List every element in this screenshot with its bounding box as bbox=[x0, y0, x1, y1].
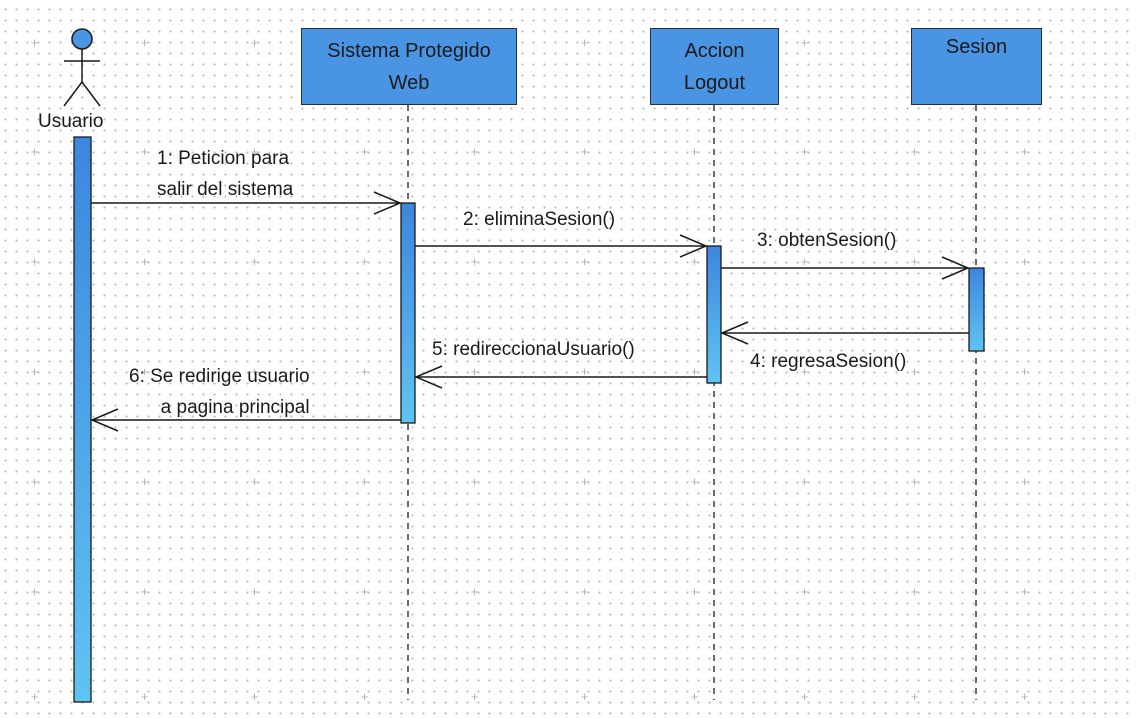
grid-plus-marker: + bbox=[140, 254, 149, 269]
grid-plus-marker: + bbox=[360, 474, 369, 489]
grid-plus-marker: + bbox=[30, 254, 39, 269]
message-1-label: 1: Peticion para salir del sistema bbox=[157, 148, 294, 200]
grid-plus-marker: + bbox=[690, 364, 699, 379]
message-3-label: 3: obtenSesion() bbox=[757, 230, 897, 251]
grid-plus-marker: + bbox=[30, 144, 39, 159]
actor-icon[interactable] bbox=[63, 28, 101, 107]
grid-plus-marker: + bbox=[470, 364, 479, 379]
grid-plus-marker: + bbox=[580, 35, 589, 50]
grid-plus-marker: + bbox=[250, 144, 259, 159]
grid-plus-marker: + bbox=[800, 364, 809, 379]
grid-plus-marker: + bbox=[30, 364, 39, 379]
grid-plus-marker: + bbox=[910, 364, 919, 379]
grid-plus-marker: + bbox=[30, 35, 39, 50]
grid-plus-marker: + bbox=[140, 689, 149, 704]
grid-plus-marker: + bbox=[1020, 364, 1029, 379]
message-2-arrow[interactable] bbox=[415, 234, 708, 258]
grid-plus-marker: + bbox=[250, 689, 259, 704]
grid-plus-marker: + bbox=[800, 144, 809, 159]
actor-name: Usuario bbox=[38, 111, 104, 132]
grid-plus-marker: + bbox=[1020, 254, 1029, 269]
grid-plus-marker: + bbox=[690, 144, 699, 159]
grid-plus-marker: + bbox=[470, 254, 479, 269]
grid-plus-marker: + bbox=[580, 689, 589, 704]
grid-plus-marker: + bbox=[800, 584, 809, 599]
message-6-arrow[interactable] bbox=[90, 408, 401, 432]
message-5-arrow[interactable] bbox=[414, 365, 707, 389]
grid-plus-marker: + bbox=[910, 144, 919, 159]
message-3-arrow[interactable] bbox=[721, 256, 970, 280]
grid-plus-marker: + bbox=[360, 364, 369, 379]
lifeline-head-accion[interactable]: Accion Logout bbox=[650, 28, 779, 105]
activation-sistema bbox=[400, 202, 416, 424]
grid-plus-marker: + bbox=[690, 254, 699, 269]
grid-plus-marker: + bbox=[800, 474, 809, 489]
message-6-label: 6: Se redirige usuario a pagina principa… bbox=[129, 366, 310, 418]
grid-plus-marker: + bbox=[800, 254, 809, 269]
grid-plus-marker: + bbox=[30, 689, 39, 704]
grid-plus-marker: + bbox=[1020, 474, 1029, 489]
lifeline-label-sesion: Sesion bbox=[945, 36, 1008, 58]
grid-plus-marker: + bbox=[800, 35, 809, 50]
grid-plus-marker: + bbox=[690, 689, 699, 704]
activation-usuario bbox=[73, 136, 92, 703]
grid-plus-marker: + bbox=[1020, 689, 1029, 704]
grid-plus-marker: + bbox=[800, 689, 809, 704]
grid-plus-marker: + bbox=[580, 144, 589, 159]
grid-plus-marker: + bbox=[250, 254, 259, 269]
grid-plus-marker: + bbox=[470, 144, 479, 159]
grid-plus-marker: + bbox=[580, 254, 589, 269]
grid-plus-marker: + bbox=[580, 584, 589, 599]
grid-plus-marker: + bbox=[360, 144, 369, 159]
grid-plus-marker: + bbox=[470, 584, 479, 599]
message-4-label: 4: regresaSesion() bbox=[750, 351, 907, 372]
activation-sesion bbox=[968, 267, 985, 352]
grid-plus-marker: + bbox=[30, 474, 39, 489]
grid-plus-marker: + bbox=[140, 144, 149, 159]
grid-plus-marker: + bbox=[250, 584, 259, 599]
grid-plus-marker: + bbox=[360, 584, 369, 599]
grid-plus-marker: + bbox=[140, 584, 149, 599]
message-1-arrow[interactable] bbox=[91, 191, 402, 215]
grid-plus-marker: + bbox=[250, 364, 259, 379]
grid-plus-marker: + bbox=[360, 254, 369, 269]
grid-plus-marker: + bbox=[910, 254, 919, 269]
grid-plus-marker: + bbox=[910, 584, 919, 599]
grid-plus-marker: + bbox=[250, 35, 259, 50]
lifeline-label-sistema: Sistema Protegido Web bbox=[327, 39, 491, 94]
grid-plus-marker: + bbox=[1020, 584, 1029, 599]
grid-plus-marker: + bbox=[580, 474, 589, 489]
grid-plus-marker: + bbox=[140, 35, 149, 50]
grid-plus-marker: + bbox=[140, 364, 149, 379]
lifeline-label-accion: Accion Logout bbox=[683, 39, 746, 94]
grid-plus-marker: + bbox=[470, 474, 479, 489]
grid-plus-marker: + bbox=[910, 474, 919, 489]
grid-plus-marker: + bbox=[1020, 144, 1029, 159]
grid-plus-marker: + bbox=[470, 689, 479, 704]
activation-accion bbox=[706, 245, 722, 384]
grid-plus-marker: + bbox=[690, 584, 699, 599]
message-2-label: 2: eliminaSesion() bbox=[463, 209, 616, 230]
message-5-label: 5: redireccionaUsuario() bbox=[432, 339, 635, 360]
lifeline-head-sistema[interactable]: Sistema Protegido Web bbox=[301, 28, 517, 105]
grid-plus-marker: + bbox=[580, 364, 589, 379]
grid-plus-marker: + bbox=[910, 689, 919, 704]
lifeline-head-sesion[interactable]: Sesion bbox=[911, 28, 1042, 105]
message-4-arrow[interactable] bbox=[720, 321, 969, 345]
grid-plus-marker: + bbox=[690, 474, 699, 489]
grid-plus-marker: + bbox=[30, 584, 39, 599]
grid-plus-marker: + bbox=[250, 474, 259, 489]
grid-plus-marker: + bbox=[140, 474, 149, 489]
grid-plus-marker: + bbox=[360, 689, 369, 704]
